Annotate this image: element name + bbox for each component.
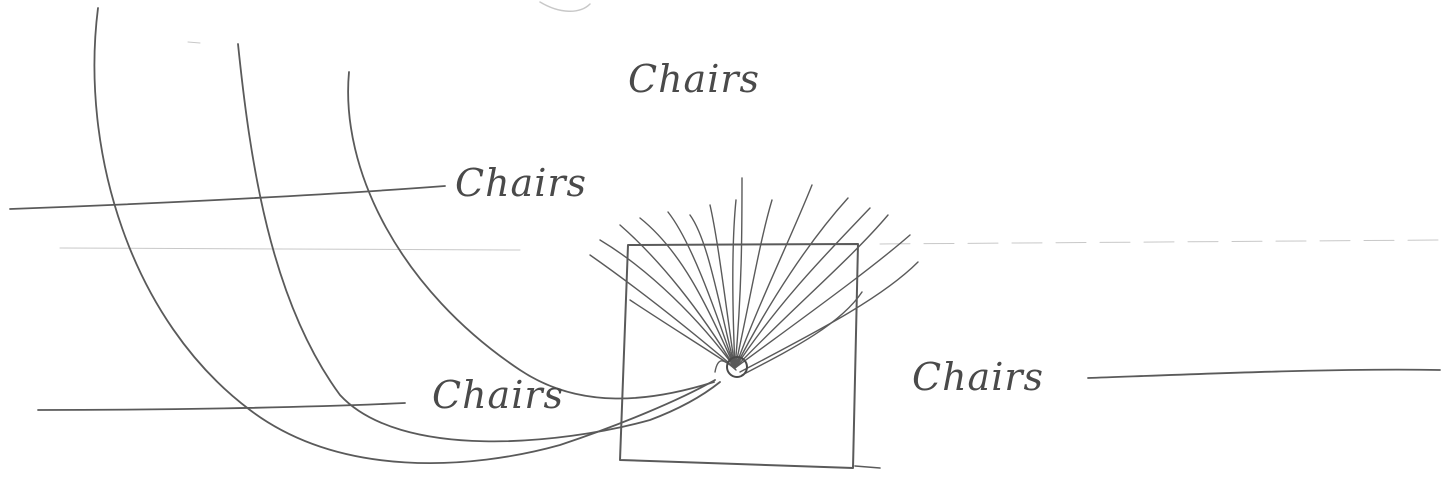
label-top: Chairs — [628, 57, 760, 101]
radiating-fan — [590, 178, 918, 375]
leader-upper-left — [10, 186, 445, 209]
paper-marks — [60, 2, 1440, 250]
label-upper-left: Chairs — [455, 161, 587, 205]
label-lower-left: Chairs — [432, 373, 564, 417]
table-rectangle — [620, 244, 880, 468]
label-right: Chairs — [912, 355, 1044, 399]
leader-right — [1088, 370, 1440, 378]
sweeping-arcs — [94, 8, 720, 463]
